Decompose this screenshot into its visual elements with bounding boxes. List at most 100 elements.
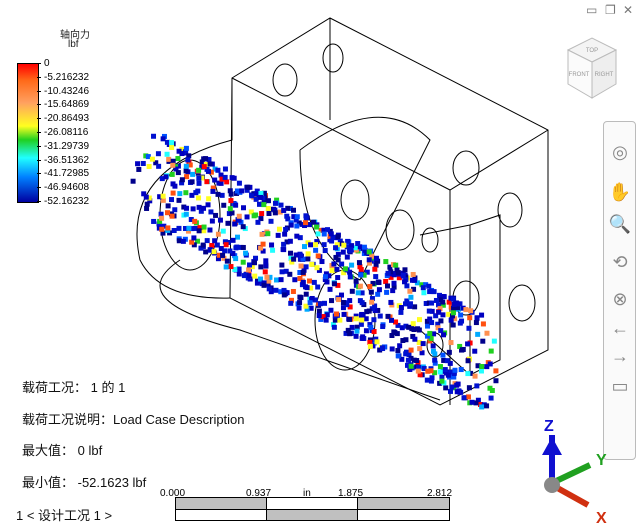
force-marker <box>356 260 362 266</box>
force-marker <box>196 175 202 181</box>
force-marker <box>353 333 359 339</box>
force-marker <box>236 180 242 186</box>
force-marker <box>191 235 197 241</box>
force-marker <box>209 243 215 249</box>
legend-tick: -15.64869 <box>36 99 89 110</box>
camera-icon[interactable]: ▭ <box>611 376 629 396</box>
force-marker <box>145 154 151 160</box>
force-marker <box>320 314 326 320</box>
steering-wheel-icon[interactable]: ◎ <box>612 142 628 162</box>
force-marker <box>315 284 321 290</box>
force-marker <box>377 347 383 353</box>
force-marker <box>388 274 394 280</box>
force-marker <box>468 308 474 314</box>
design-case-selector[interactable]: 1 < 设计工况 1 > <box>16 508 113 523</box>
triad-y: Y <box>596 452 607 469</box>
force-marker <box>451 305 457 311</box>
force-marker <box>297 235 303 241</box>
legend-tick: -41.72985 <box>36 168 89 179</box>
close-icon[interactable]: ✕ <box>623 3 634 17</box>
force-marker <box>270 247 276 253</box>
force-marker <box>309 295 315 301</box>
force-marker <box>305 240 311 246</box>
force-marker <box>176 148 182 154</box>
orbit-icon[interactable]: ⟲ <box>612 252 628 272</box>
force-marker <box>169 144 175 150</box>
force-marker <box>318 227 324 233</box>
force-marker <box>354 324 360 330</box>
force-marker <box>437 364 443 370</box>
force-marker <box>370 280 376 286</box>
force-marker <box>224 179 230 185</box>
force-marker <box>440 352 446 358</box>
force-marker <box>389 346 395 352</box>
force-marker <box>288 255 294 261</box>
force-marker <box>415 368 421 374</box>
force-marker <box>305 256 311 262</box>
force-marker <box>419 350 425 356</box>
force-marker <box>287 238 293 244</box>
force-marker <box>172 183 178 189</box>
force-marker <box>263 262 269 268</box>
next-view-icon[interactable]: → <box>611 346 629 366</box>
viewcube-front[interactable]: FRONT <box>569 72 590 78</box>
force-marker <box>268 218 274 224</box>
zoom-icon[interactable]: 🔍 <box>608 214 632 234</box>
force-marker <box>347 331 353 337</box>
force-marker <box>359 317 365 323</box>
force-marker <box>170 162 176 168</box>
look-at-icon[interactable]: ⊗ <box>612 289 628 309</box>
force-marker <box>206 196 212 202</box>
force-marker <box>275 232 281 238</box>
force-marker <box>333 254 339 260</box>
force-marker <box>169 140 175 146</box>
force-marker <box>404 298 410 304</box>
force-marker <box>222 239 228 245</box>
force-marker <box>484 330 490 336</box>
viewcube-top[interactable]: TOP <box>586 48 598 54</box>
force-marker <box>292 277 298 283</box>
force-marker <box>459 318 465 324</box>
force-marker <box>223 264 229 270</box>
force-marker <box>373 336 379 342</box>
pan-hand-icon[interactable]: ✋ <box>608 182 632 202</box>
previous-view-icon[interactable]: ← <box>611 318 629 338</box>
force-marker <box>332 317 338 323</box>
force-marker <box>232 266 238 272</box>
force-marker <box>167 230 173 236</box>
force-marker <box>300 256 306 262</box>
force-marker <box>368 324 374 330</box>
force-marker <box>341 242 347 248</box>
force-marker <box>192 218 198 224</box>
viewcube-right[interactable]: RIGHT <box>595 72 614 78</box>
force-marker <box>313 242 319 248</box>
force-marker <box>380 324 386 330</box>
minimize-icon[interactable]: ▭ <box>586 3 598 17</box>
force-marker <box>212 177 218 183</box>
force-marker <box>311 219 317 225</box>
force-marker <box>207 247 213 253</box>
force-marker <box>204 238 210 244</box>
force-marker <box>233 245 239 251</box>
force-marker <box>407 303 413 309</box>
force-marker <box>467 315 473 321</box>
force-marker <box>370 343 376 349</box>
force-marker <box>190 171 196 177</box>
force-marker <box>321 231 327 237</box>
force-marker <box>260 248 266 254</box>
viewcube[interactable]: TOP FRONT RIGHT <box>562 36 622 104</box>
force-marker <box>251 213 257 219</box>
force-marker <box>402 279 408 285</box>
force-marker <box>228 264 234 270</box>
restore-icon[interactable]: ❐ <box>605 3 616 17</box>
force-marker <box>222 248 228 254</box>
force-marker <box>175 163 181 169</box>
force-marker <box>294 233 300 239</box>
force-marker <box>140 160 146 166</box>
scale-label: 2.812 <box>427 488 453 499</box>
force-marker <box>304 285 310 291</box>
force-marker <box>322 248 328 254</box>
force-marker <box>315 253 321 259</box>
force-marker <box>421 366 427 372</box>
